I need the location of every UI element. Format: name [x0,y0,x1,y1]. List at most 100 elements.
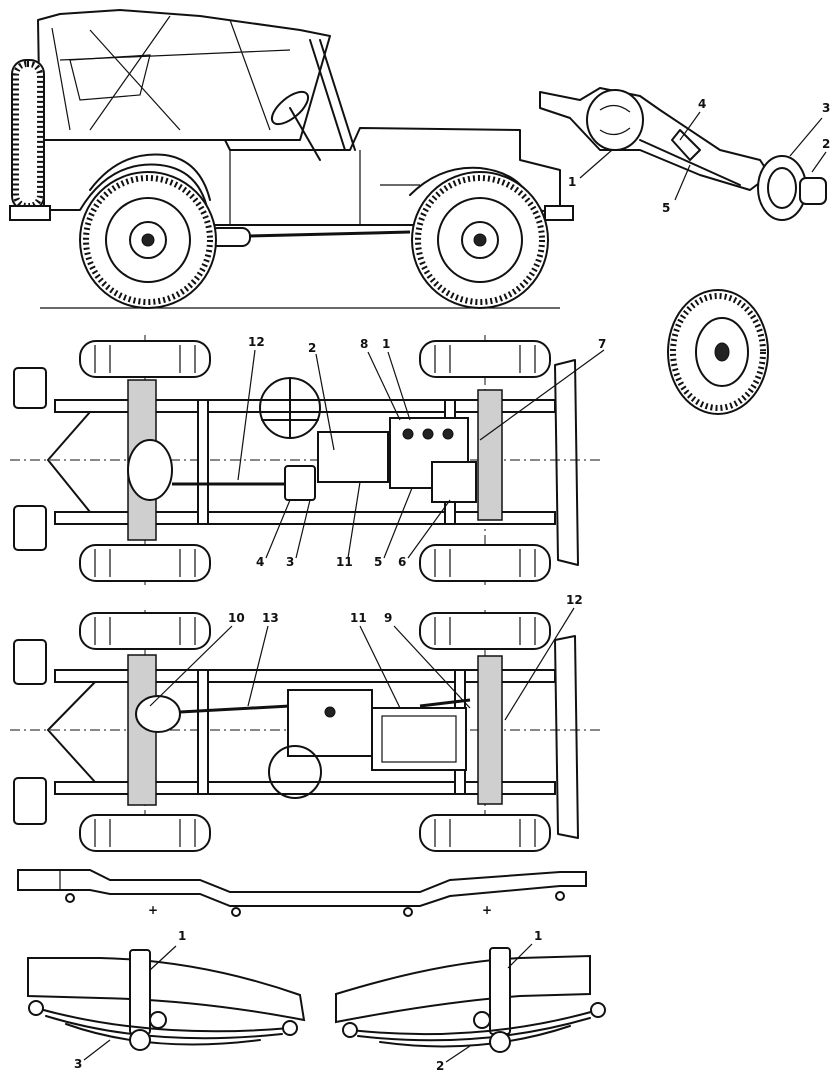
top-leader-7 [479,349,605,441]
top-callout-6: 6 [398,555,406,569]
left-spring-eye-rear [28,1000,44,1016]
top-radiator-box [431,461,477,503]
right-leaf-2 [357,1017,591,1042]
soft-top [37,9,331,141]
bottom-leader-10 [149,625,233,707]
top-spark-plug-3 [442,428,454,440]
right-leaf-1 [349,1009,599,1036]
axle-leader-2 [811,151,827,173]
top-leader-12 [237,349,256,481]
top-rear-lamp-left [13,367,47,409]
brake-drum [757,155,807,221]
tie-rod [639,139,741,186]
top-rear-lamp-right [13,505,47,551]
top-leader-4 [265,499,291,559]
top-tire-front-left [419,340,551,378]
top-tire-ribs [94,345,536,577]
top-frame-rail-right [54,511,556,525]
left-shock-absorber [129,949,151,1035]
steering-knuckle-arm [671,129,701,161]
spare-wheel-tread [670,293,766,411]
frame-rail-marker-front: + [482,903,492,917]
differential-housing [586,89,644,151]
axle-callout-3: 3 [822,101,830,115]
top-tire-rear-left [79,340,211,378]
axle-leader-3 [789,117,823,157]
axle-callout-1: 1 [568,175,576,189]
top-leader-3 [295,499,311,559]
left-frame-section [27,957,306,1022]
left-leaf-2 [45,1015,283,1040]
frame-rail-bracket-1 [65,893,75,903]
top-callout-1: 1 [382,337,390,351]
spring-assembly-right: 1 2 [335,929,606,1073]
frame-rail-bracket-2 [231,907,241,917]
top-tire-front-right [419,544,551,582]
jeep-side-view [9,9,574,309]
driveshaft-side [249,230,411,238]
left-leaf-1 [35,1007,291,1033]
axle-leader-5 [674,164,691,201]
left-spring-leader-3 [83,1039,111,1061]
bottom-front-driveshaft [419,698,471,708]
hub-cap [799,177,827,205]
bottom-tire-rear-right [79,814,211,852]
bottom-transfer-case-plug [324,706,336,718]
right-leaf-3 [379,1025,571,1048]
top-tire-rear-right [79,544,211,582]
right-spring-pivot [473,1011,491,1029]
top-leader-6 [407,499,451,559]
rear-bumper [9,205,51,221]
bottom-callout-9: 9 [384,611,392,625]
left-spring-pivot [149,1011,167,1029]
front-bumper [544,205,574,221]
frame-rail-bracket-3 [403,907,413,917]
right-spring-callout-1: 1 [534,929,542,943]
bottom-frame-rail-right [54,781,556,795]
axle-callout-4: 4 [698,97,706,111]
bottom-leader-11 [359,625,401,709]
right-shock-absorber [489,947,511,1035]
spare-tire-tread [13,61,43,209]
front-wheel [411,171,549,309]
top-callout-5: 5 [374,555,382,569]
top-spark-plug-2 [422,428,434,440]
top-rear-bracing [47,411,91,513]
left-spring-callout-3: 3 [74,1057,82,1071]
axle-callout-5: 5 [662,201,670,215]
top-steering-wheel-spokes [261,377,319,439]
top-callout-2: 2 [308,341,316,355]
right-spring-leader-2 [445,1045,471,1063]
spare-wheel-detail [667,289,769,415]
top-callout-3: 3 [286,555,294,569]
bottom-rear-differential [135,695,181,733]
top-transmission [317,431,389,483]
bottom-callout-13: 12 [566,593,583,607]
bottom-rear-lamp-right [13,777,47,825]
bottom-tire-front-left [419,612,551,650]
bottom-leader-9 [393,625,471,709]
bottom-tire-ribs [94,617,536,847]
bottom-transfer-case [287,689,373,757]
top-rear-differential [127,439,173,501]
soft-top-folds [51,15,291,131]
top-callout-12: 12 [248,335,265,349]
bottom-front-bumper [554,635,579,839]
bottom-front-axle [477,655,503,805]
top-callout-7: 7 [598,337,606,351]
bottom-crossmember-1 [197,669,209,795]
rear-fender-flare [89,153,211,201]
right-spring-u-bolt [489,1031,511,1053]
top-callout-11: 11 [336,555,353,569]
top-transfer-case [284,465,316,501]
spring-assembly-left: 1 3 [27,929,306,1071]
right-frame-section [335,954,591,1024]
top-crossmember-1 [197,399,209,525]
right-spring-eye-front [590,1002,606,1018]
left-spring-callout-1: 1 [178,929,186,943]
bottom-steering-wheel [268,745,322,799]
steering-column [289,107,321,161]
top-leader-2 [315,353,335,451]
bottom-tire-rear-left [79,612,211,650]
